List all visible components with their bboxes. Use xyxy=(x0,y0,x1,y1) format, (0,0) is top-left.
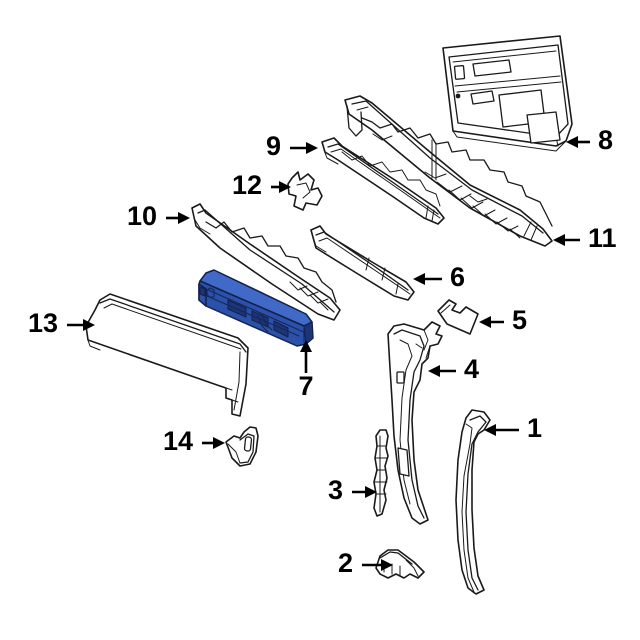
callout-12-number: 12 xyxy=(232,170,262,200)
callout-12[interactable]: 12 xyxy=(232,170,291,200)
callout-13[interactable]: 13 xyxy=(28,308,95,338)
callout-9[interactable]: 9 xyxy=(266,131,318,161)
part-12-irregular-gusset-bracket xyxy=(287,171,323,211)
callout-6-number: 6 xyxy=(450,262,465,292)
part-3-narrow-vertical-strip xyxy=(373,429,389,517)
part-4-b-pillar-reinforcement xyxy=(387,321,443,525)
callout-11[interactable]: 11 xyxy=(553,223,617,253)
part-5-flat-plate-bracket xyxy=(437,299,479,335)
callout-1-number: 1 xyxy=(527,413,542,443)
callout-6[interactable]: 6 xyxy=(413,262,465,292)
callout-14-number: 14 xyxy=(163,426,193,456)
callout-8-number: 8 xyxy=(598,125,613,155)
callout-10-number: 10 xyxy=(127,201,157,231)
callout-7[interactable]: 7 xyxy=(298,340,314,401)
callout-7-number: 7 xyxy=(298,371,313,401)
callout-layer: 1 2 3 4 xyxy=(28,125,617,578)
part-1-pillar-trim-right xyxy=(455,409,491,595)
part-10-rear-header-rail-outer xyxy=(191,203,341,321)
callout-10[interactable]: 10 xyxy=(127,201,190,231)
part-9-upper-rail-long xyxy=(321,137,445,225)
part-14-curved-slot-bracket xyxy=(225,426,259,467)
callout-14[interactable]: 14 xyxy=(163,426,225,456)
callout-2-number: 2 xyxy=(338,548,353,578)
callout-8[interactable]: 8 xyxy=(566,125,613,155)
callout-4-number: 4 xyxy=(464,354,479,384)
callout-1[interactable]: 1 xyxy=(484,413,542,443)
callout-9-number: 9 xyxy=(266,131,281,161)
part-8-rear-body-panel-upper xyxy=(442,35,573,152)
callout-3[interactable]: 3 xyxy=(328,475,377,505)
callout-3-number: 3 xyxy=(328,475,343,505)
callout-2[interactable]: 2 xyxy=(338,548,393,578)
part-2-small-angled-bracket xyxy=(375,549,425,579)
callout-5-number: 5 xyxy=(512,305,527,335)
part-6-roof-side-rail-inner xyxy=(310,225,415,301)
callout-5[interactable]: 5 xyxy=(479,305,527,335)
callout-4[interactable]: 4 xyxy=(428,354,479,384)
part-11-rear-body-panel-lower xyxy=(344,95,553,247)
callout-13-number: 13 xyxy=(28,308,58,338)
part-7-rear-header-panel-highlighted xyxy=(198,269,314,347)
callout-11-number: 11 xyxy=(588,223,617,253)
part-13-large-flat-roof-panel xyxy=(85,293,249,417)
